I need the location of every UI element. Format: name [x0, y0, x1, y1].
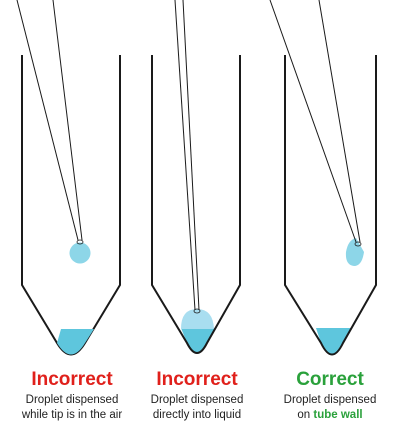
panel-3-highlight-tube-wall: tube wall: [313, 409, 363, 421]
tube-2-outline: [151, 55, 241, 354]
panel-2-description-line-1: Droplet dispensed: [150, 394, 244, 406]
panel-3-description-line-2: on tube wall: [264, 408, 396, 423]
tube-3-liquid: [316, 328, 352, 355]
panel-2-verdict: Incorrect: [156, 369, 238, 390]
panel-2-illustration: [151, 0, 241, 354]
pipette-tip-2-right-edge: [182, 0, 200, 311]
tube-3-outline: [284, 55, 377, 356]
panel-1-description-line-2: while tip is in the air: [21, 409, 123, 421]
tube-1-outline: [21, 55, 121, 356]
panel-1-illustration: [16, 0, 121, 356]
droplet-2: [181, 309, 214, 329]
panel-3-description-prefix: on: [297, 409, 314, 421]
panel-1-description: Droplet dispensed while tip is in the ai…: [6, 393, 138, 423]
panel-3-description-line-1: Droplet dispensed: [283, 394, 377, 406]
droplet-3: [345, 238, 364, 266]
panel-3-description: Droplet dispensed on tube wall: [264, 393, 396, 423]
tip-3-opening: [354, 241, 362, 247]
droplet-1: [69, 242, 91, 264]
pipette-tip-1-right-edge: [52, 0, 83, 241]
tip-2-opening: [193, 308, 201, 314]
pipette-tip-2-left-edge: [174, 0, 196, 311]
pipette-tip-3-left-edge: [269, 0, 357, 243]
panel-2-description: Droplet dispensed directly into liquid: [131, 393, 263, 423]
panel-2-description-line-2: directly into liquid: [152, 409, 242, 421]
panel-1-description-line-1: Droplet dispensed: [25, 394, 119, 406]
panel-3-illustration: [269, 0, 377, 356]
tube-1-liquid: [57, 329, 94, 355]
pipette-tip-3-right-edge: [318, 0, 361, 243]
panel-1-verdict: Incorrect: [31, 369, 113, 390]
panel-3-verdict: Correct: [296, 369, 364, 390]
pipette-tip-1-left-edge: [16, 0, 79, 241]
tip-1-opening: [76, 239, 84, 245]
